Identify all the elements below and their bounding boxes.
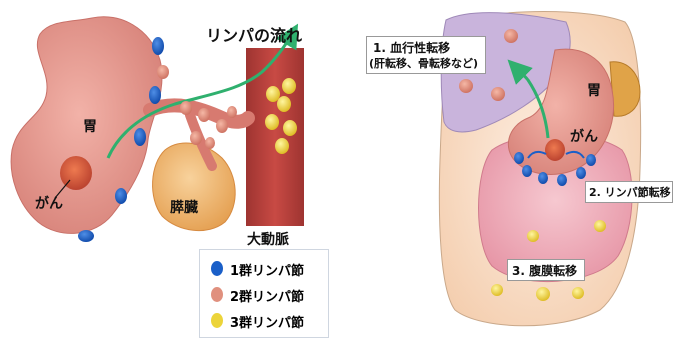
pancreas [153, 143, 236, 231]
cancer-tumor-left [60, 156, 92, 190]
stomach-label-right: 胃 [587, 80, 601, 100]
lymph-node-3 [275, 138, 289, 154]
lymph-node-2 [180, 101, 192, 115]
liver-metastasis [491, 87, 505, 101]
lymph-node-1 [538, 172, 548, 184]
legend-swatch [211, 287, 223, 302]
lymph-node-3 [277, 96, 291, 112]
lymph-node-1 [557, 174, 567, 186]
lymph-node-2 [227, 106, 237, 118]
aorta-label: 大動脈 [247, 229, 289, 249]
metastasis-node [536, 287, 550, 301]
lymph-node-1 [149, 86, 161, 104]
legend-swatch [211, 261, 223, 276]
lymph-node-1 [78, 230, 94, 242]
liver-metastasis [504, 29, 518, 43]
liver-metastasis [459, 79, 473, 93]
legend-item: 3群リンパ節 [200, 309, 328, 331]
legend-swatch [211, 313, 223, 328]
lymph-node-3 [282, 78, 296, 94]
metastasis-node [527, 230, 539, 242]
hematogenous-sublabel: (肝転移、骨転移など) [369, 55, 478, 71]
cancer-label-right: がん [570, 126, 598, 146]
legend-item: 1群リンパ節 [200, 257, 328, 279]
pancreas-label: 膵臓 [170, 197, 198, 217]
lymph-node-1 [576, 167, 586, 179]
lymph-node-1 [586, 154, 596, 166]
lymph-node-2 [198, 108, 210, 122]
peritoneal-label: 3. 腹膜転移 [512, 262, 577, 279]
legend-item: 2群リンパ節 [200, 283, 328, 305]
legend-label: 1群リンパ節 [230, 260, 304, 279]
lymph-node-3 [265, 114, 279, 130]
cancer-tumor-right [545, 139, 565, 161]
lymph-node-3 [283, 120, 297, 136]
lymph-node-legend: 1群リンパ節 2群リンパ節 3群リンパ節 [199, 249, 329, 338]
lymph-node-1 [514, 152, 524, 164]
lymph-metastasis-label: 2. リンパ節転移 [589, 184, 671, 200]
lymph-node-1 [522, 165, 532, 177]
legend-label: 3群リンパ節 [230, 312, 304, 331]
peritoneal-callout: 3. 腹膜転移 [507, 259, 585, 281]
lymph-metastasis-callout: 2. リンパ節転移 [585, 181, 673, 203]
legend-label: 2群リンパ節 [230, 286, 304, 305]
hematogenous-label: 1. 血行性転移 [373, 39, 450, 56]
metastasis-node [594, 220, 606, 232]
lymph-node-2 [216, 119, 228, 133]
aorta [246, 48, 304, 226]
lymph-node-2 [205, 137, 215, 149]
stomach-label-left: 胃 [83, 116, 97, 136]
metastasis-node [572, 287, 584, 299]
lymph-node-1 [134, 128, 146, 146]
lymph-node-2 [190, 131, 202, 145]
lymph-node-3 [266, 86, 280, 102]
lymph-flow-label: リンパの流れ [206, 22, 302, 46]
lymph-node-1 [115, 188, 127, 204]
lymph-node-2 [157, 65, 169, 79]
hematogenous-callout: 1. 血行性転移 (肝転移、骨転移など) [366, 36, 486, 74]
cancer-label-left: がん [35, 193, 63, 213]
lymph-node-1 [152, 37, 164, 55]
metastasis-node [491, 284, 503, 296]
